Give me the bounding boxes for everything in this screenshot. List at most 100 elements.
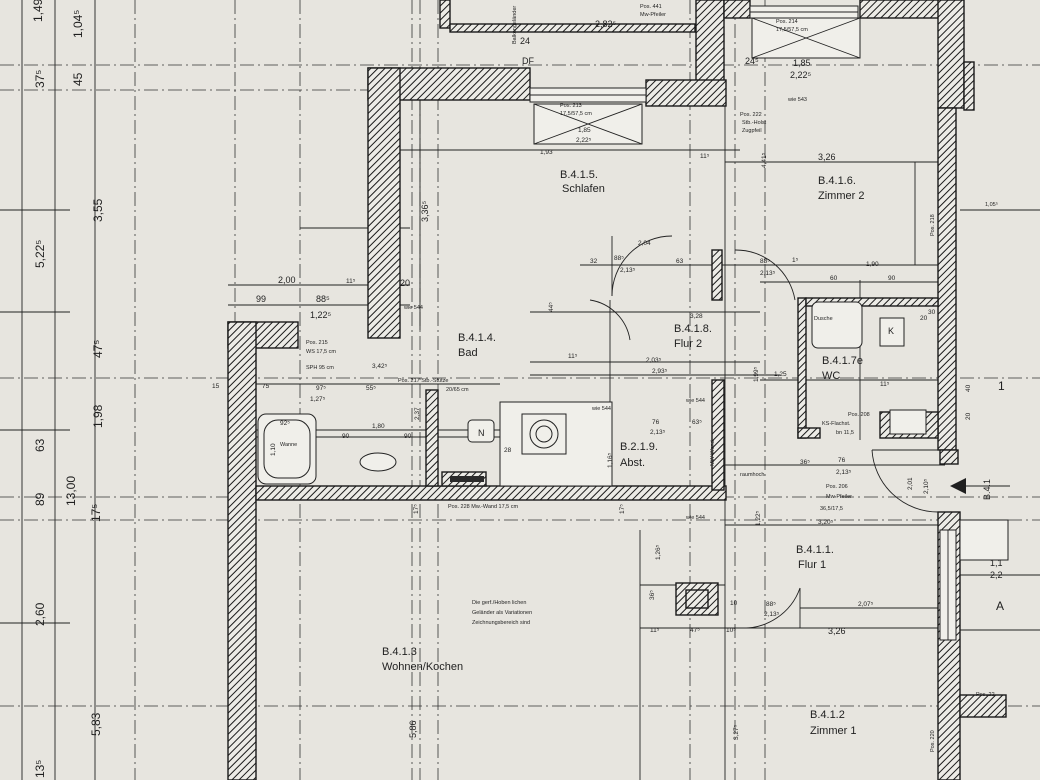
dimension: 3,27⁵ — [733, 724, 740, 740]
wc-toilet — [879, 317, 905, 347]
chimney — [685, 589, 709, 609]
dimension: 2,01 — [907, 477, 914, 490]
dimension: 3,42⁵ — [372, 363, 388, 370]
annotation: Pos. 228 Mw.-Wand 17,5 cm — [448, 504, 519, 510]
annotation: wie 544 — [591, 406, 611, 412]
annotation: Pos. 213 — [560, 103, 582, 109]
dim-left: 13⁵ — [33, 760, 47, 778]
dimension: 24⁵ — [745, 56, 759, 66]
dim-left: 5,22⁵ — [33, 240, 47, 268]
dimension: 4,41⁵ — [761, 152, 768, 168]
room-code-schlafen: B.4.1.5. — [560, 169, 598, 181]
room-code-abst: B.2.1.9. — [620, 441, 658, 453]
dimension: 1,10 — [270, 443, 277, 456]
dimension: 75 — [262, 383, 270, 390]
dimension: 11⁵ — [700, 153, 710, 160]
dimension: 5,86 — [408, 720, 418, 738]
wall — [797, 297, 807, 439]
room-name-flur1: Flur 1 — [798, 559, 826, 571]
dimension: 32 — [590, 258, 598, 265]
dimension: Pos. 218 — [930, 214, 936, 236]
dimension: 10 — [730, 600, 738, 607]
dimension: 1,93 — [540, 149, 553, 156]
dim-left: 37⁵ — [33, 70, 47, 88]
dim-left: 47⁵ — [91, 340, 105, 358]
dimension: 88⁵ — [316, 294, 330, 304]
dimension: 17⁵ — [413, 504, 420, 514]
dimension: 76 — [838, 457, 846, 464]
wall — [937, 107, 957, 451]
annotation: Pos. 222 — [740, 112, 762, 118]
annotation: 17,5/57,5 cm — [776, 27, 808, 33]
dimension: 55⁵ — [366, 385, 376, 392]
dimension: 20 — [965, 412, 972, 420]
dimension: 1,27⁵ — [310, 396, 326, 403]
dimension: 2,13⁵ — [760, 270, 776, 277]
dim-left: 17⁵ — [89, 504, 103, 522]
annotation: 20/65 cm — [446, 387, 469, 393]
annotation: Dusche — [814, 316, 833, 322]
annotation: Wanne — [280, 442, 297, 448]
dimension: 20 — [400, 278, 410, 288]
dimension: 90 — [888, 275, 896, 282]
room-code-zimmer1: B.4.1.2 — [810, 709, 845, 721]
dimension: 1,22⁵ — [755, 510, 762, 526]
room-code-flur2: B.4.1.8. — [674, 323, 712, 335]
dimension: 44⁵ — [548, 302, 555, 312]
annotation: Zugpfeil — [742, 128, 762, 134]
dim-left: 13,00 — [64, 476, 78, 506]
wall — [937, 0, 965, 109]
dimension: 3,20⁵ — [818, 519, 834, 526]
section-arrow-icon — [950, 478, 966, 494]
dimension: 2,10⁵ — [923, 478, 930, 494]
room-name-wc: WC — [822, 370, 840, 382]
dim-left: 89 — [33, 492, 47, 506]
dimension: 90 — [342, 433, 350, 440]
dimension: 2,2 — [990, 570, 1003, 580]
annotation: KS-Flachst. — [822, 421, 851, 427]
wall — [797, 427, 821, 439]
dimension: B.4.1 — [982, 479, 992, 500]
wardrobes — [533, 17, 861, 145]
dimension: 1,16⁵ — [607, 452, 614, 468]
dimension: 11⁵ — [346, 278, 356, 285]
wall — [959, 694, 1007, 718]
dimension: 20 — [920, 315, 928, 322]
room-code-wc: B.4.1.7e — [822, 355, 863, 367]
dimension: 11⁵ — [880, 381, 890, 388]
dimension: 15 — [212, 383, 220, 390]
dim-left: 1,04⁵ — [71, 10, 85, 38]
dimension: Pos. 220 — [930, 730, 936, 752]
dimension: 63⁵ — [692, 419, 702, 426]
wall — [711, 379, 725, 491]
wall — [711, 249, 723, 301]
bathroom-fixtures — [257, 301, 927, 487]
dim-left: 45 — [71, 72, 85, 86]
dimension: 1⁵ — [792, 257, 799, 264]
room-name-zimmer2: Zimmer 2 — [818, 190, 864, 202]
dim-left: 1,49 — [31, 0, 45, 22]
dimension: 1,26⁵ — [655, 544, 662, 560]
dimension: 2,04 — [638, 240, 651, 247]
dimension: 2,22⁵ — [576, 137, 592, 144]
wall — [367, 67, 401, 339]
dimension: 88⁵ — [766, 601, 776, 608]
toilet — [467, 419, 495, 443]
wall — [425, 389, 439, 487]
dimension: 88⁵ — [614, 255, 624, 262]
dimension: 63 — [676, 258, 684, 265]
annotation: Geländer als Variationen — [472, 610, 532, 616]
dimension: 2,37 — [414, 407, 421, 420]
wall — [645, 79, 727, 107]
annotation: wie 544 — [685, 515, 705, 521]
annotation: Pos. 206 — [826, 484, 848, 490]
sink — [359, 452, 397, 472]
dimension-labels: 2,82⁵ 24 DF 1,85 2,22⁵ 24⁵ 1,85 2,22⁵ 1,… — [212, 19, 1005, 752]
wc-sink — [889, 409, 927, 435]
annotation: raumhoch — [740, 472, 764, 478]
dimension: 36⁵ — [649, 590, 656, 600]
dimension: 97⁵ — [316, 385, 326, 392]
dimension: 1,80 — [372, 423, 385, 430]
annotation: wie 543 — [787, 97, 807, 103]
